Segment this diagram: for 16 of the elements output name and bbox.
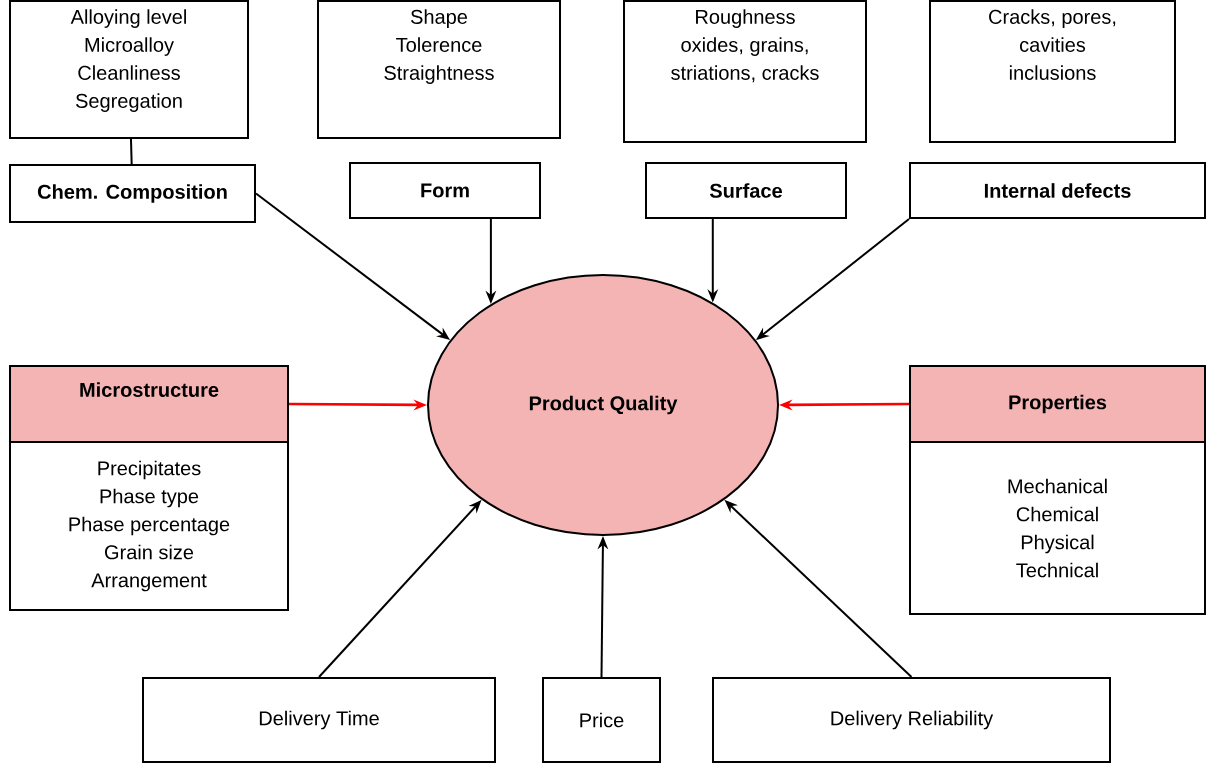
category-box: Internal defects [909,162,1206,219]
connector-line [129,138,133,165]
factor-box: Delivery Reliability [712,677,1111,763]
factor-box: Delivery Time [142,677,496,763]
header-box: Properties [909,365,1206,443]
detail-box: Alloying level Microalloy Cleanliness Segregation [9,0,249,139]
list-box: Precipitates Phase type Phase percentage Grain size Arrangement [9,441,289,611]
detail-box: Cracks, pores, cavities inclusions [929,0,1176,143]
detail-box: Shape Tolerence Straightness [317,0,561,139]
category-box: Chem. Composition [9,164,256,223]
factor-box: Price [542,677,661,763]
detail-box: Roughness oxides, grains, striations, cracks [623,0,867,143]
list-box: Mechanical Chemical Physical Technical [909,441,1206,615]
category-box: Form [349,162,541,219]
category-box: Surface [645,162,847,219]
header-box: Microstructure [9,365,289,443]
